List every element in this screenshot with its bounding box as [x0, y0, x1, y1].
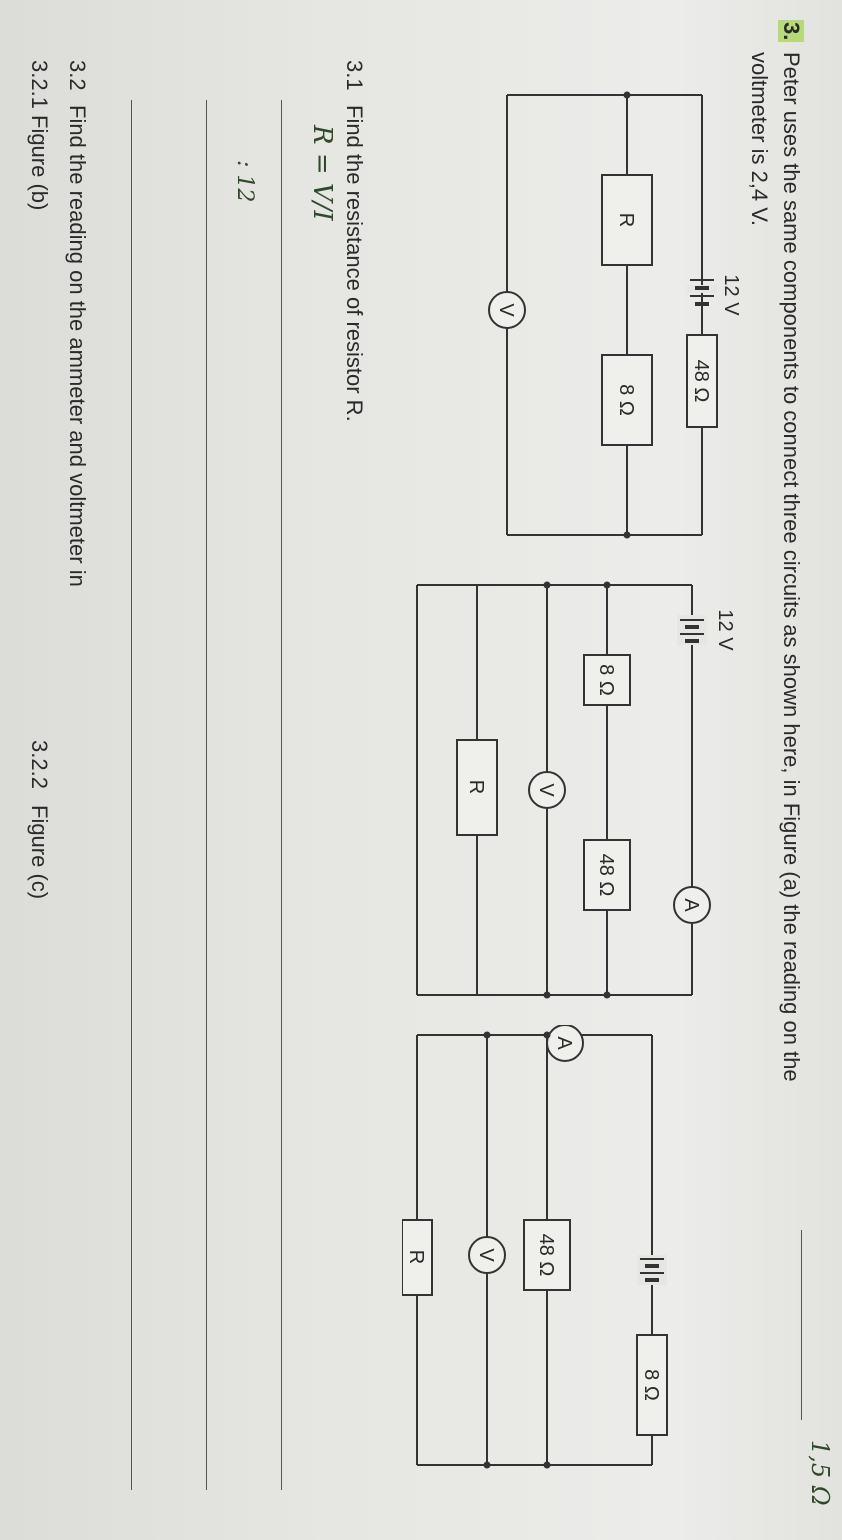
figure-c-resistor-r — [402, 1219, 433, 1296]
question-intro-line1: Peter uses the same components to connec… — [779, 52, 804, 1082]
answer-line-1 — [281, 100, 282, 1490]
answer-line-3 — [131, 100, 132, 1490]
figure-b-voltmeter — [528, 771, 566, 809]
figure-a-resistor-r-label: R — [615, 213, 637, 227]
q322-text: Figure (c) — [27, 805, 52, 900]
q322-number: 3.2.2 — [27, 740, 52, 789]
q32-text: Find the reading on the ammeter and volt… — [65, 105, 90, 587]
figure-c-ammeter — [546, 1025, 584, 1062]
q321-text: Figure (b) — [27, 115, 52, 211]
figure-b-resistor-8 — [583, 654, 631, 706]
figure-a-resistor-8 — [601, 354, 653, 446]
figure-c-ammeter-label: A — [553, 1036, 575, 1050]
figure-a-resistor-48 — [686, 334, 718, 428]
figure-c-voltmeter-label: V — [475, 1248, 497, 1262]
figure-b-resistor-r — [456, 739, 498, 836]
figure-c-resistor-48 — [523, 1219, 571, 1291]
q321-number: 3.2.1 — [27, 60, 52, 109]
figure-b-ammeter-label: A — [680, 898, 702, 912]
figure-c-resistor-8-label: 8 Ω — [640, 1369, 662, 1401]
figure-c-resistor-48-label: 48 Ω — [535, 1234, 557, 1277]
figure-a-circuit: 12 V 48 Ω R 8 Ω V — [488, 91, 742, 539]
q31-text: Find the resistance of resistor R. — [342, 105, 367, 422]
q31-handwriting-line2: : 12 — [232, 160, 257, 203]
figure-b-resistor-48 — [583, 839, 631, 911]
question-number: 3. — [778, 20, 804, 43]
figure-c-circuit: A 8 Ω 48 Ω V R — [402, 1025, 668, 1469]
figure-a-voltmeter — [488, 291, 526, 329]
q31-number: 3.1 — [342, 60, 367, 91]
figure-c-resistor-r-label: R — [405, 1250, 427, 1264]
question-intro-line2: voltmeter is 2,4 V. — [747, 52, 772, 227]
figure-b-resistor-r-label: R — [465, 780, 487, 794]
answer-line-2 — [206, 100, 207, 1490]
figure-c-voltmeter — [468, 1236, 506, 1274]
figure-a-battery-label: 12 V — [720, 274, 742, 316]
q32-number: 3.2 — [65, 60, 90, 91]
figure-b-resistor-8-label: 8 Ω — [595, 664, 617, 696]
figure-b-ammeter — [673, 886, 711, 924]
figure-a-resistor-r — [601, 174, 653, 266]
corner-handwritten-note: 1,5 Ω — [806, 1440, 834, 1506]
figure-a-resistor-48-label: 48 Ω — [690, 360, 712, 403]
figure-b-resistor-48-label: 48 Ω — [595, 854, 617, 897]
figure-b-circuit: 12 V A 8 Ω 48 Ω V R — [416, 581, 736, 999]
figure-b-battery-label: 12 V — [714, 609, 736, 651]
figure-c-resistor-8 — [636, 1334, 668, 1436]
q31-handwriting-line1: R = V/I — [307, 125, 337, 221]
figure-a-voltmeter-label: V — [495, 303, 517, 317]
corner-answer-line — [801, 1230, 802, 1420]
figure-a-resistor-8-label: 8 Ω — [615, 384, 637, 416]
figure-b-voltmeter-label: V — [535, 783, 557, 797]
